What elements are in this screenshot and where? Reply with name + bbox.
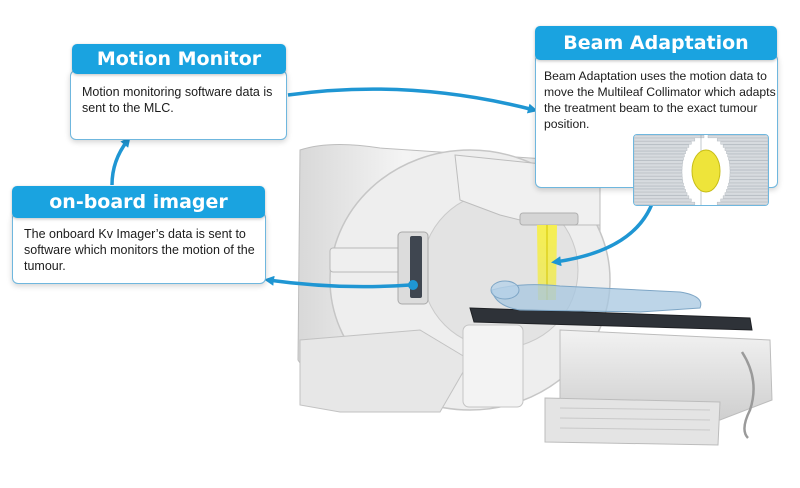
onboard-imager-title: on-board imager (12, 186, 265, 218)
arrow-imager-to-motion (110, 136, 131, 186)
mlc-leaf-left (634, 198, 692, 202)
patient (491, 284, 702, 313)
mlc-leaf-right (729, 163, 768, 167)
mlc-inset (633, 134, 769, 206)
mlc-leaf-left (634, 135, 705, 139)
mlc-leaf-right (707, 135, 768, 139)
mlc-leaf-left (634, 189, 686, 193)
mlc-leaf-right (728, 182, 768, 186)
collimator (519, 212, 579, 226)
beam-adaptation-text: Beam Adaptation uses the motion data to … (544, 69, 776, 131)
mlc-leaf-left (634, 147, 688, 151)
mlc-leaf-left (634, 192, 688, 196)
mlc-leaf-right (728, 157, 768, 161)
mlc-leaf-left (634, 151, 686, 154)
beam-adaptation-title: Beam Adaptation (535, 26, 777, 60)
mlc-leaf-left (634, 160, 684, 164)
motion-monitor-title: Motion Monitor (72, 44, 286, 74)
mlc-leaf-left (634, 173, 683, 177)
mlc-leaf-left (634, 176, 683, 180)
mlc-leaf-right (729, 170, 768, 174)
arrow-panel-to-imager (264, 275, 411, 289)
mlc-leaf-left (634, 154, 685, 158)
couch-top (469, 307, 753, 331)
arrow-motion-to-beam (287, 87, 538, 114)
onboard-imager-text: The onboard Kv Imager’s data is sent to … (24, 227, 255, 273)
mlc-leaf-left (634, 195, 690, 199)
mlc-leaf-right (716, 138, 768, 142)
mlc-leaf-right (716, 201, 768, 205)
mlc-leaf-left (634, 201, 696, 205)
mlc-leaf-left (634, 138, 696, 142)
mlc-leaf-right (727, 154, 768, 158)
motion-monitor-text: Motion monitoring software data is sent … (82, 85, 273, 115)
mlc-leaf-left (634, 186, 685, 189)
motion-monitor-callout (70, 70, 287, 140)
mlc-leaf-left (634, 157, 684, 161)
mlc-leaf-left (634, 144, 690, 148)
tumour-shape (691, 149, 721, 193)
mlc-leaf-right (722, 195, 768, 199)
mlc-leaf-right (724, 192, 768, 196)
couch-pedestal (544, 397, 721, 446)
mlc-leaf-right (726, 151, 768, 154)
mlc-leaf-right (720, 141, 768, 145)
mlc-leaf-right (727, 186, 768, 189)
mlc-leaf-left (634, 182, 684, 186)
panel-dot (408, 280, 418, 290)
mlc-leaf-right (720, 198, 768, 202)
arrow-mlc-to-beam (551, 194, 657, 267)
mlc-leaf-right (728, 160, 768, 164)
base-block (462, 324, 524, 408)
control-cable (740, 351, 755, 439)
mlc-leaf-right (729, 166, 768, 170)
patient-head (490, 280, 520, 300)
mlc-leaf-right (728, 179, 768, 183)
mlc-leaf-left (634, 179, 684, 183)
mlc-leaf-left (634, 170, 683, 174)
mlc-leaf-right (729, 173, 768, 177)
mlc-leaf-right (726, 189, 768, 193)
mlc-leaf-right (722, 144, 768, 148)
mlc-leaf-right (724, 147, 768, 151)
mlc-leaves (634, 135, 768, 205)
mlc-leaf-left (634, 141, 692, 145)
mlc-leaf-left (634, 166, 683, 170)
gantry-base (299, 329, 471, 413)
mlc-leaf-right (729, 176, 768, 180)
mlc-leaf-left (634, 163, 683, 167)
